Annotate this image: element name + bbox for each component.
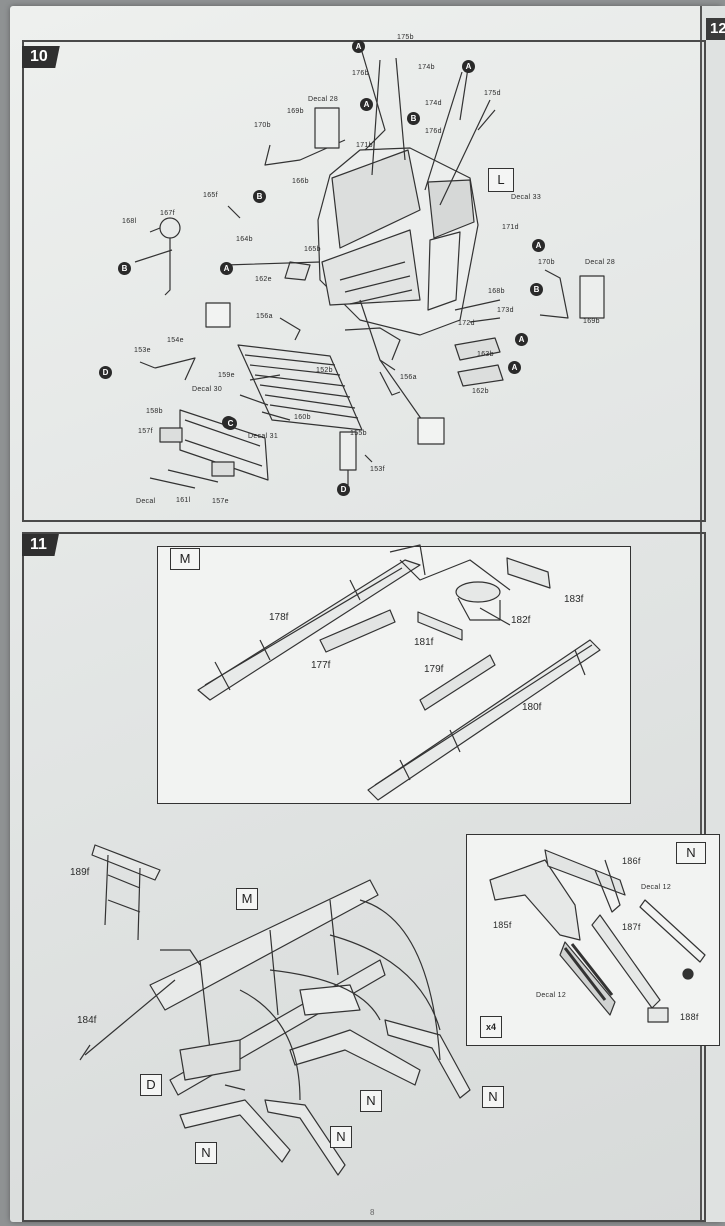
- cab-windshield: [331, 149, 421, 249]
- label-161l: 161l: [176, 497, 191, 504]
- label-169b-right: 169b: [583, 318, 600, 325]
- label-172d: 172d: [458, 320, 475, 327]
- subassembly-m-tag: M: [170, 548, 200, 570]
- label-168l: 168l: [122, 218, 137, 225]
- callout-b: B: [253, 190, 266, 203]
- label-185f: 185f: [493, 920, 512, 930]
- label-decal-28-right: Decal 28: [585, 259, 616, 266]
- main-tag-m: M: [236, 888, 258, 910]
- label-181f: 181f: [414, 637, 434, 648]
- ladder-frame-189f: [91, 844, 161, 881]
- label-179f: 179f: [424, 664, 444, 675]
- label-166b: 166b: [292, 178, 309, 185]
- label-decal-bottom: Decal: [136, 498, 156, 505]
- label-decal-30: Decal 30: [192, 386, 223, 393]
- label-158b: 158b: [146, 408, 163, 415]
- label-186f: 186f: [622, 856, 641, 866]
- callout-a: A: [360, 98, 373, 111]
- step-11-badge: 11: [22, 534, 59, 556]
- callout-a: A: [462, 60, 475, 73]
- label-168b: 168b: [488, 288, 505, 295]
- main-tag-n: N: [330, 1126, 352, 1148]
- label-178f: 178f: [269, 612, 289, 623]
- label-decal-12-top: Decal 12: [641, 884, 672, 891]
- main-tag-n: N: [195, 1142, 217, 1164]
- step-12-badge: 12: [706, 18, 725, 40]
- main-tag-n: N: [360, 1090, 382, 1112]
- label-157f: 157f: [138, 428, 153, 435]
- callout-b: B: [407, 112, 420, 125]
- label-174b-top: 174b: [418, 64, 435, 71]
- label-183f: 183f: [564, 594, 584, 605]
- inset-l-tag: L: [488, 168, 514, 192]
- step-10-panel: [22, 40, 706, 522]
- label-157e: 157e: [212, 498, 229, 505]
- label-156a-left: 156a: [256, 313, 273, 320]
- label-163b: 163b: [477, 351, 494, 358]
- label-171d: 171d: [502, 224, 519, 231]
- label-173d: 173d: [497, 307, 514, 314]
- label-169b-left: 169b: [287, 108, 304, 115]
- subassembly-n-tag: N: [676, 842, 706, 864]
- label-165b: 165b: [304, 246, 321, 253]
- label-160b: 160b: [294, 414, 311, 421]
- label-decal-31: Decal 31: [248, 433, 279, 440]
- label-174d: 174d: [425, 100, 442, 107]
- quantity-x4-tag: x4: [480, 1016, 502, 1038]
- callout-b: B: [118, 262, 131, 275]
- main-tag-d: D: [140, 1074, 162, 1096]
- label-171b-left: 171b: [356, 142, 373, 149]
- label-165f: 165f: [203, 192, 218, 199]
- label-154e: 154e: [167, 337, 184, 344]
- label-170b-right: 170b: [538, 259, 555, 266]
- label-170b-left: 170b: [254, 122, 271, 129]
- label-180f: 180f: [522, 702, 542, 713]
- label-177f: 177f: [311, 660, 331, 671]
- label-decal-28-top: Decal 28: [308, 96, 339, 103]
- label-152b: 152b: [316, 367, 333, 374]
- label-153e: 153e: [134, 347, 151, 354]
- label-188f: 188f: [680, 1012, 699, 1022]
- label-176b-top: 176b: [352, 70, 369, 77]
- callout-d: D: [337, 483, 350, 496]
- label-164b: 164b: [236, 236, 253, 243]
- cab-side-window: [427, 179, 475, 239]
- label-167f: 167f: [160, 210, 175, 217]
- main-chassis: [149, 879, 379, 1011]
- label-175d: 175d: [484, 90, 501, 97]
- grille-152b: [237, 344, 363, 431]
- label-decal-12-bottom: Decal 12: [536, 992, 567, 999]
- chassis-rail-180f: [367, 639, 601, 801]
- label-decal-33: Decal 33: [511, 194, 542, 201]
- subassembly-n-box: [466, 834, 720, 1046]
- callout-a: A: [352, 40, 365, 53]
- label-175b-top: 175b: [397, 34, 414, 41]
- main-tag-n: N: [482, 1086, 504, 1108]
- callout-a: A: [515, 333, 528, 346]
- callout-a: A: [220, 262, 233, 275]
- step-10-badge: 10: [22, 46, 60, 68]
- label-162b: 162b: [472, 388, 489, 395]
- callout-a: A: [508, 361, 521, 374]
- callout-b: B: [530, 283, 543, 296]
- label-155b: 155b: [350, 430, 367, 437]
- label-187f: 187f: [622, 922, 641, 932]
- label-182f: 182f: [511, 615, 531, 626]
- label-184f: 184f: [77, 1015, 97, 1026]
- label-153f: 153f: [370, 466, 385, 473]
- label-159e: 159e: [218, 372, 235, 379]
- chassis-rail-178f: [197, 559, 421, 701]
- label-162e: 162e: [255, 276, 272, 283]
- label-176d: 176d: [425, 128, 442, 135]
- callout-c: C: [224, 417, 237, 430]
- callout-a: A: [532, 239, 545, 252]
- page-marker: 8: [370, 1208, 375, 1217]
- callout-d: D: [99, 366, 112, 379]
- label-156a-right: 156a: [400, 374, 417, 381]
- label-189f: 189f: [70, 867, 90, 878]
